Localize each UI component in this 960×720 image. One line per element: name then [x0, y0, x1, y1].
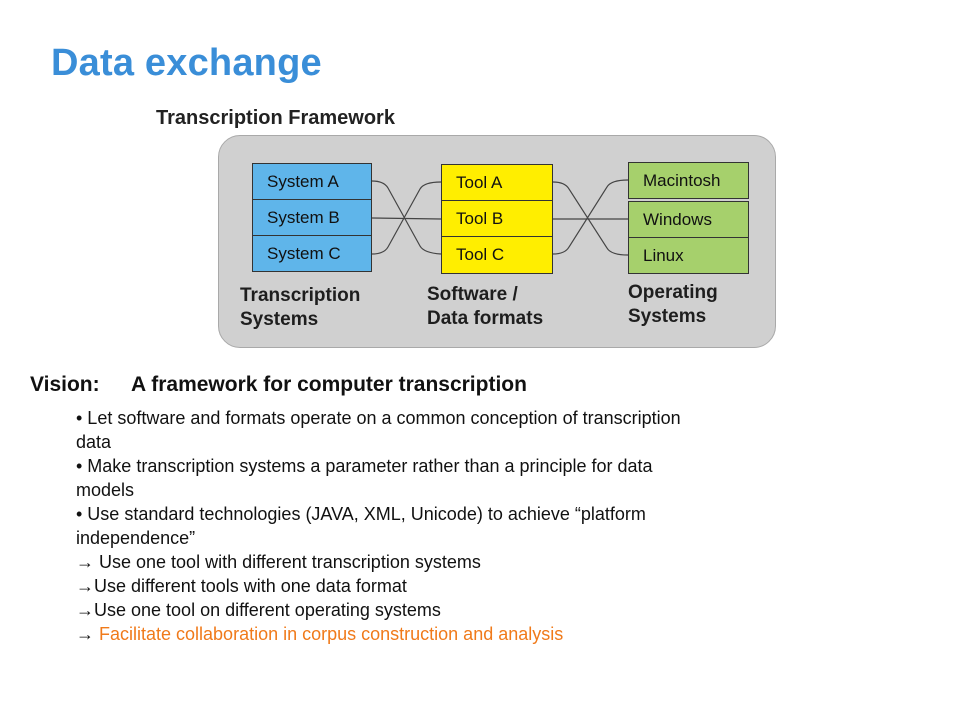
outcome-line: →Use one tool on different operating sys… [76, 600, 441, 620]
linux-box: Linux [628, 237, 749, 274]
vision-label: Vision: [30, 373, 100, 396]
bullet-line: independence” [76, 528, 196, 548]
outcome-line-highlight: → Facilitate collaboration in corpus con… [76, 624, 564, 644]
vision-heading: Vision: A framework for computer transcri… [30, 373, 527, 397]
tool-a-box: Tool A [441, 164, 553, 202]
bullet-line: models [76, 480, 135, 500]
slide-title: Data exchange [51, 42, 322, 84]
bullet-line: • Make transcription systems a parameter… [76, 456, 653, 476]
system-c-box: System C [252, 235, 372, 272]
os-caption: Operating Systems [628, 282, 718, 327]
outcome-line: →Use different tools with one data forma… [76, 576, 407, 596]
outcome-line: → Use one tool with different transcript… [76, 552, 481, 572]
arrow-icon: → [76, 600, 94, 620]
arrow-icon: → [76, 624, 94, 644]
system-a-box: System A [252, 163, 372, 200]
bullet-line: data [76, 432, 112, 452]
arrow-icon: → [76, 552, 94, 572]
tools-caption: Software / Data formats [427, 284, 544, 329]
macintosh-box: Macintosh [628, 162, 749, 199]
bullet-line: • Use standard technologies (JAVA, XML, … [76, 504, 646, 524]
arrow-icon: → [76, 576, 94, 596]
tool-c-box: Tool C [441, 236, 553, 274]
framework-label: Transcription Framework [156, 107, 395, 129]
tool-b-box: Tool B [441, 200, 553, 238]
bullet-line: • Let software and formats operate on a … [76, 408, 681, 428]
systems-caption: Transcription Systems [240, 285, 361, 330]
windows-box: Windows [628, 201, 749, 238]
vision-bullet-list: • Let software and formats operate on a … [76, 406, 896, 646]
system-b-box: System B [252, 199, 372, 236]
vision-heading-text: A framework for computer transcription [131, 373, 527, 396]
